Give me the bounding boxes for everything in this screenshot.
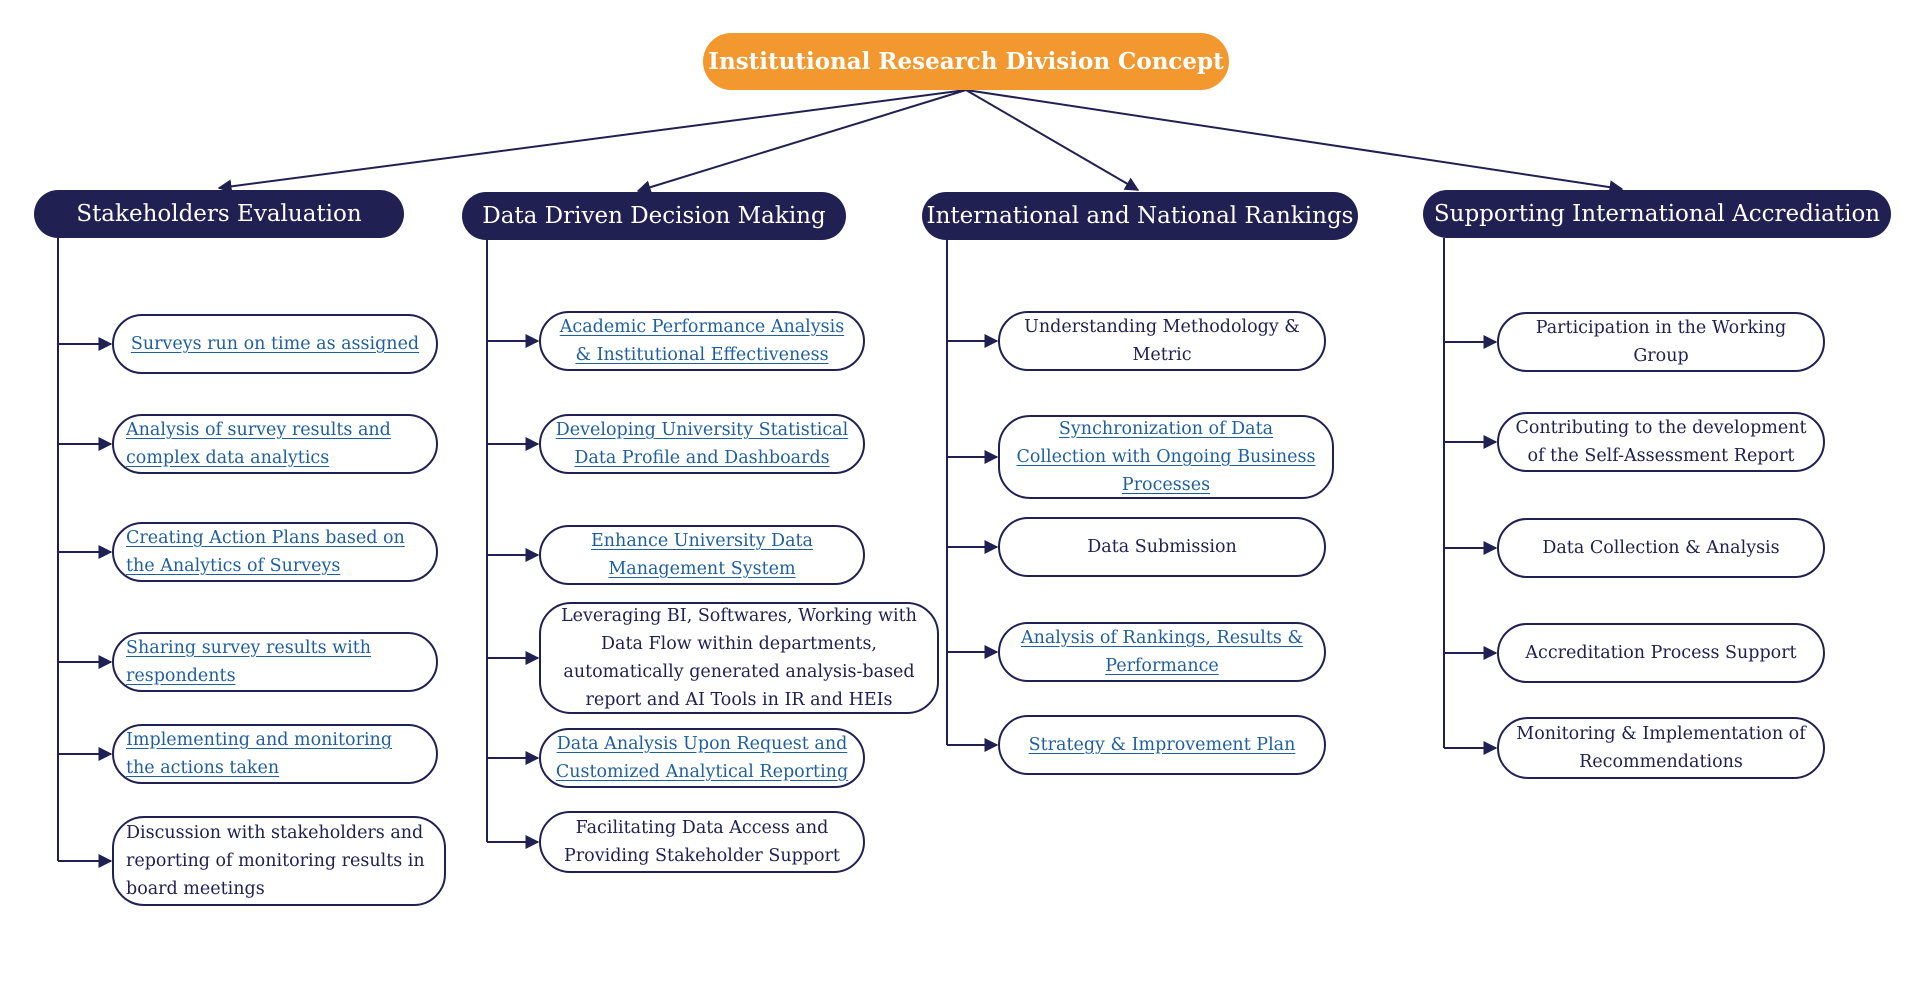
root-connector-2 bbox=[636, 89, 967, 194]
activity-node[interactable]: Academic Performance Analysis & Institut… bbox=[539, 311, 865, 371]
activity-label: Monitoring & Implementation of Recommend… bbox=[1516, 724, 1806, 772]
category-header-1: Stakeholders Evaluation bbox=[34, 190, 404, 238]
activity-label: Enhance University Data Management Syste… bbox=[591, 531, 813, 579]
activity-label: Contributing to the development of the S… bbox=[1515, 418, 1807, 466]
activity-node[interactable]: Analysis of survey results and complex d… bbox=[112, 414, 438, 474]
root-connector-3 bbox=[965, 89, 1140, 191]
activity-node[interactable]: Developing University Statistical Data P… bbox=[539, 414, 865, 474]
activity-label: Academic Performance Analysis & Institut… bbox=[559, 317, 845, 365]
activity-label: Surveys run on time as assigned bbox=[130, 334, 420, 354]
activity-node: Participation in the Working Group bbox=[1497, 312, 1825, 372]
activity-label: Creating Action Plans based on the Analy… bbox=[126, 528, 405, 576]
activity-label: Analysis of Rankings, Results & Performa… bbox=[1020, 628, 1304, 676]
activity-label: Discussion with stakeholders and reporti… bbox=[126, 823, 425, 899]
activity-node: Facilitating Data Access and Providing S… bbox=[539, 811, 865, 873]
activity-node: Understanding Methodology & Metric bbox=[998, 311, 1326, 371]
activity-node[interactable]: Analysis of Rankings, Results & Performa… bbox=[998, 622, 1326, 682]
activity-node: Data Submission bbox=[998, 517, 1326, 577]
activity-node: Data Collection & Analysis bbox=[1497, 518, 1825, 578]
activity-label: Synchronization of Data Collection with … bbox=[1016, 419, 1316, 495]
activity-label: Leveraging BI, Softwares, Working with D… bbox=[561, 606, 917, 710]
root-connector-4 bbox=[965, 89, 1624, 195]
activity-node[interactable]: Strategy & Improvement Plan bbox=[998, 715, 1326, 775]
activity-node[interactable]: Synchronization of Data Collection with … bbox=[998, 415, 1334, 499]
activity-label: Developing University Statistical Data P… bbox=[555, 420, 849, 468]
activity-node: Discussion with stakeholders and reporti… bbox=[112, 816, 446, 906]
activity-label: Understanding Methodology & Metric bbox=[1024, 317, 1300, 365]
activity-label: Strategy & Improvement Plan bbox=[1028, 735, 1296, 755]
category-header-4: Supporting International Accrediation bbox=[1423, 190, 1891, 238]
activity-label: Participation in the Working Group bbox=[1535, 318, 1787, 366]
activity-node[interactable]: Surveys run on time as assigned bbox=[112, 314, 438, 374]
activity-label: Implementing and monitoring the actions … bbox=[126, 730, 393, 778]
category-header-3: International and National Rankings bbox=[922, 192, 1358, 240]
activity-label: Analysis of survey results and complex d… bbox=[126, 420, 391, 468]
activity-label: Data Collection & Analysis bbox=[1542, 538, 1780, 558]
activity-node[interactable]: Creating Action Plans based on the Analy… bbox=[112, 522, 438, 582]
activity-node: Leveraging BI, Softwares, Working with D… bbox=[539, 602, 939, 714]
root-connector-1 bbox=[217, 89, 967, 194]
activity-label: Accreditation Process Support bbox=[1525, 643, 1797, 663]
activity-label: Data Submission bbox=[1087, 537, 1237, 557]
activity-node: Monitoring & Implementation of Recommend… bbox=[1497, 717, 1825, 779]
activity-node[interactable]: Data Analysis Upon Request and Customize… bbox=[539, 728, 865, 788]
activity-node[interactable]: Implementing and monitoring the actions … bbox=[112, 724, 438, 784]
activity-node: Contributing to the development of the S… bbox=[1497, 412, 1825, 472]
activity-node: Accreditation Process Support bbox=[1497, 623, 1825, 683]
category-header-2: Data Driven Decision Making bbox=[462, 192, 846, 240]
activity-node[interactable]: Sharing survey results with respondents bbox=[112, 632, 438, 692]
activity-label: Sharing survey results with respondents bbox=[126, 638, 372, 686]
root-node: Institutional Research Division Concept bbox=[703, 33, 1229, 90]
activity-label: Data Analysis Upon Request and Customize… bbox=[555, 734, 849, 782]
activity-node[interactable]: Enhance University Data Management Syste… bbox=[539, 525, 865, 585]
activity-label: Facilitating Data Access and Providing S… bbox=[564, 818, 840, 866]
